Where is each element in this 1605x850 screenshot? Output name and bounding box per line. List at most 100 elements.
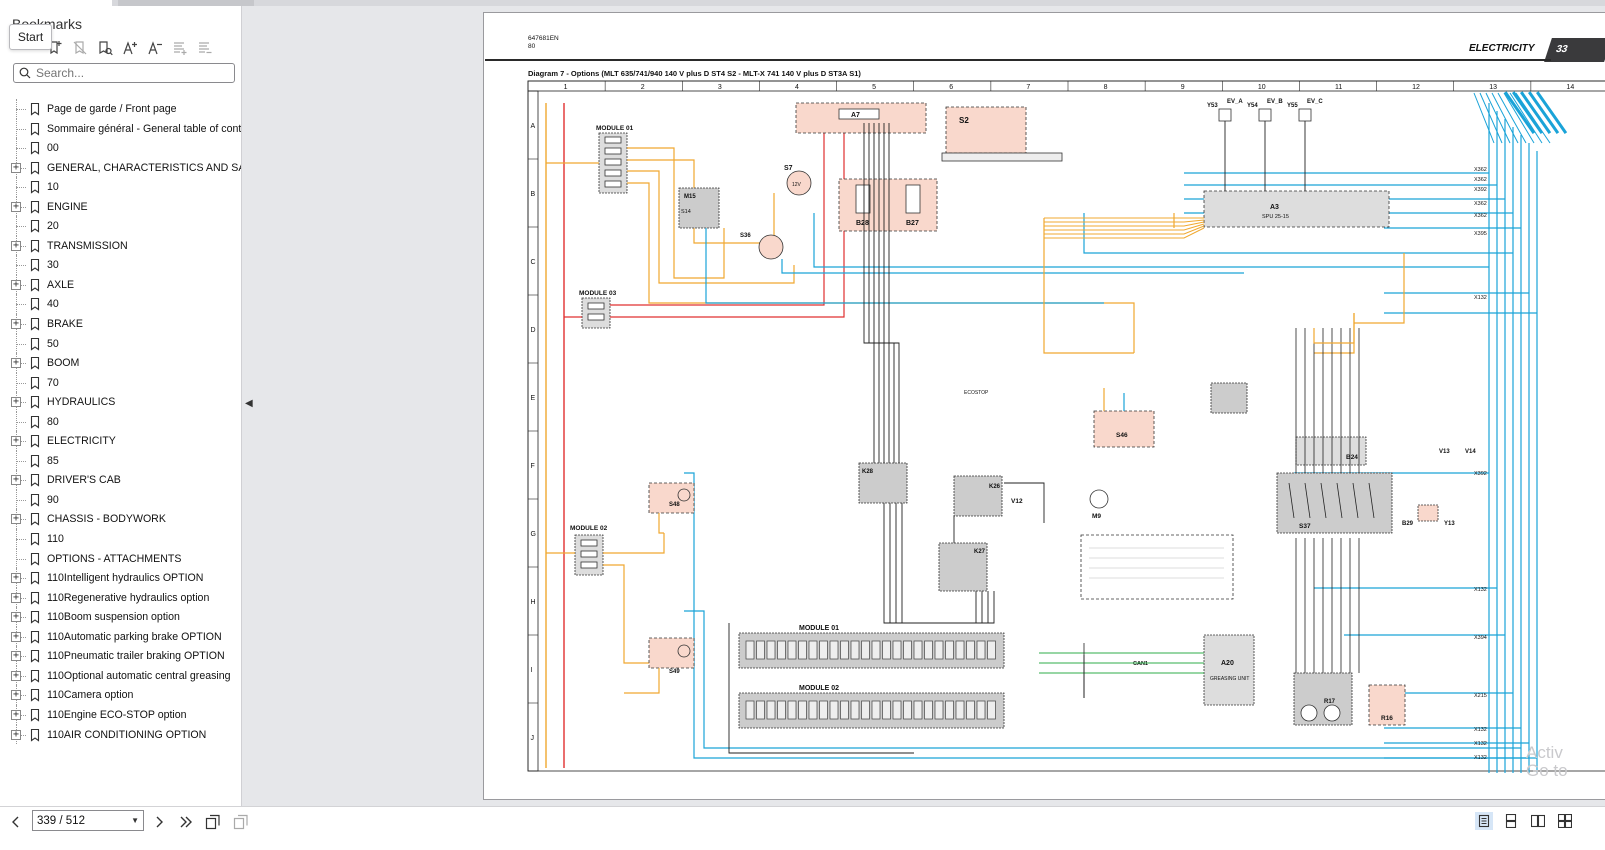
bookmark-item[interactable]: 30 — [8, 255, 240, 275]
expand-icon[interactable]: + — [11, 474, 21, 486]
bookmark-item[interactable]: 85 — [8, 450, 240, 471]
collapse-all-icon[interactable] — [194, 39, 215, 57]
two-page-continuous-icon[interactable] — [1556, 812, 1574, 830]
orange-wire — [627, 182, 1135, 353]
bookmark-item[interactable]: +HYDRAULICS — [8, 392, 240, 412]
solenoid-box — [1218, 108, 1232, 122]
diagonal-marker — [1504, 91, 1536, 134]
v13-label: V13 — [1439, 449, 1450, 455]
dark-wire — [901, 503, 977, 624]
expand-icon[interactable]: + — [11, 728, 21, 740]
bookmark-label: CHASSIS - BODYWORK — [47, 513, 166, 526]
expand-icon[interactable]: + — [11, 200, 21, 212]
single-page-view-icon[interactable] — [1475, 812, 1493, 830]
add-bookmark-icon[interactable] — [44, 39, 65, 57]
expand-icon[interactable]: + — [11, 396, 21, 408]
bookmark-search[interactable] — [13, 63, 235, 83]
inactive-tab[interactable] — [118, 0, 254, 6]
bookmark-item[interactable]: +BOOM — [8, 353, 240, 373]
next-page-icon[interactable] — [149, 812, 169, 832]
bookmark-item[interactable]: 90 — [8, 489, 240, 510]
expand-icon[interactable]: + — [11, 611, 21, 623]
continuous-view-icon[interactable] — [1502, 812, 1520, 830]
bookmark-item[interactable]: 20 — [8, 216, 240, 236]
bookmark-item[interactable]: 00 — [8, 138, 240, 158]
expand-icon[interactable]: + — [11, 708, 21, 720]
k28-label: K28 — [862, 469, 874, 475]
expand-icon[interactable]: + — [11, 357, 21, 369]
bookmark-item[interactable]: +110Automatic parking brake OPTION — [8, 626, 240, 647]
row-letter: I — [531, 667, 533, 674]
bookmark-item[interactable]: Page de garde / Front page — [8, 99, 240, 119]
r16-box — [1368, 684, 1406, 726]
connector-pin — [798, 700, 807, 720]
connector-pin — [766, 640, 776, 660]
bookmark-item[interactable]: 80 — [8, 411, 240, 432]
expand-icon[interactable]: + — [11, 630, 21, 642]
expand-icon[interactable]: + — [11, 239, 21, 251]
collapse-panel-icon[interactable]: ◀ — [245, 398, 253, 409]
column-number: 12 — [1412, 84, 1420, 91]
bookmark-item[interactable]: +BRAKE — [8, 314, 240, 334]
diagonal-marker — [1520, 91, 1552, 134]
bookmark-item[interactable]: +110AIR CONDITIONING OPTION — [8, 724, 240, 745]
duplicate-page-icon[interactable] — [231, 812, 251, 832]
search-input[interactable] — [36, 66, 226, 80]
s46-label: S46 — [1116, 432, 1128, 439]
expand-icon[interactable]: + — [11, 318, 21, 330]
expand-icon[interactable]: + — [11, 278, 21, 290]
k26-box — [953, 475, 1003, 517]
previous-page-icon[interactable] — [6, 812, 26, 832]
font-increase-icon[interactable] — [119, 39, 140, 57]
expand-icon[interactable]: + — [11, 689, 21, 701]
expand-icon[interactable]: + — [11, 435, 21, 447]
document-viewport[interactable]: 647681EN 80 ELECTRICITY 33 Diagram 7 - O… — [256, 6, 1605, 806]
bookmark-properties-icon[interactable] — [94, 39, 115, 57]
bookmark-item[interactable]: +110Optional automatic central greasing — [8, 665, 240, 686]
expand-icon[interactable]: + — [11, 513, 21, 525]
active-tab[interactable] — [0, 0, 112, 6]
bookmark-item[interactable]: +ELECTRICITY — [8, 431, 240, 451]
bookmark-item[interactable]: +ENGINE — [8, 196, 240, 217]
bookmark-item[interactable]: + CHASSIS - BODYWORK — [8, 509, 240, 530]
bookmark-item[interactable]: +110Boom suspension option — [8, 607, 240, 627]
chevron-down-icon[interactable]: ▼ — [131, 816, 139, 825]
bookmark-item[interactable]: +110Intelligent hydraulics OPTION — [8, 568, 240, 588]
s48-label: S48 — [669, 502, 680, 508]
net-label: X362 — [1474, 213, 1487, 219]
bookmark-item[interactable]: +110Camera option — [8, 685, 240, 705]
page-number-field[interactable]: 339 / 512 ▼ — [32, 810, 144, 831]
last-page-icon[interactable] — [176, 812, 196, 832]
expand-icon[interactable]: + — [11, 161, 21, 173]
bookmark-item[interactable]: 10 — [8, 177, 240, 197]
insert-page-icon[interactable] — [203, 812, 223, 832]
connector-pin — [808, 640, 818, 660]
bookmark-label: 40 — [47, 298, 59, 311]
bookmark-item[interactable]: 50 — [8, 333, 240, 354]
bookmark-item[interactable]: 70 — [8, 372, 240, 393]
bookmark-item[interactable]: +110Pneumatic trailer braking OPTION — [8, 646, 240, 666]
bookmark-item[interactable]: +110Regenerative hydraulics option — [8, 587, 240, 608]
bookmark-item[interactable]: 40 — [8, 294, 240, 315]
bookmark-item[interactable]: +110Engine ECO-STOP option — [8, 704, 240, 725]
a7-label-box — [838, 108, 880, 120]
bookmark-item[interactable]: 110 — [8, 529, 240, 549]
bookmark-item[interactable]: +GENERAL, CHARACTERISTICS AND SAFETY — [8, 157, 241, 178]
bookmark-item[interactable]: OPTIONS - ATTACHMENTS — [8, 548, 240, 569]
expand-icon[interactable]: + — [11, 591, 21, 603]
font-decrease-icon[interactable] — [144, 39, 165, 57]
two-page-view-icon[interactable] — [1529, 812, 1547, 830]
activation-watermark: Activ Go to — [1526, 744, 1568, 780]
bookmark-item[interactable]: Sommaire général - General table of cont… — [8, 118, 241, 139]
bookmark-item[interactable]: +TRANSMISSION — [8, 235, 240, 256]
b28-label: B28 — [856, 220, 869, 227]
bookmark-item[interactable]: +AXLE — [8, 274, 240, 295]
expand-icon[interactable]: + — [11, 669, 21, 681]
row-letter: A — [531, 123, 536, 130]
expand-icon[interactable]: + — [11, 572, 21, 584]
bookmark-item[interactable]: +DRIVER'S CAB — [8, 470, 240, 490]
expand-icon[interactable]: + — [11, 650, 21, 662]
orange-wire — [1044, 227, 1205, 239]
expand-all-icon[interactable] — [169, 39, 190, 57]
delete-bookmark-icon[interactable] — [69, 39, 90, 57]
